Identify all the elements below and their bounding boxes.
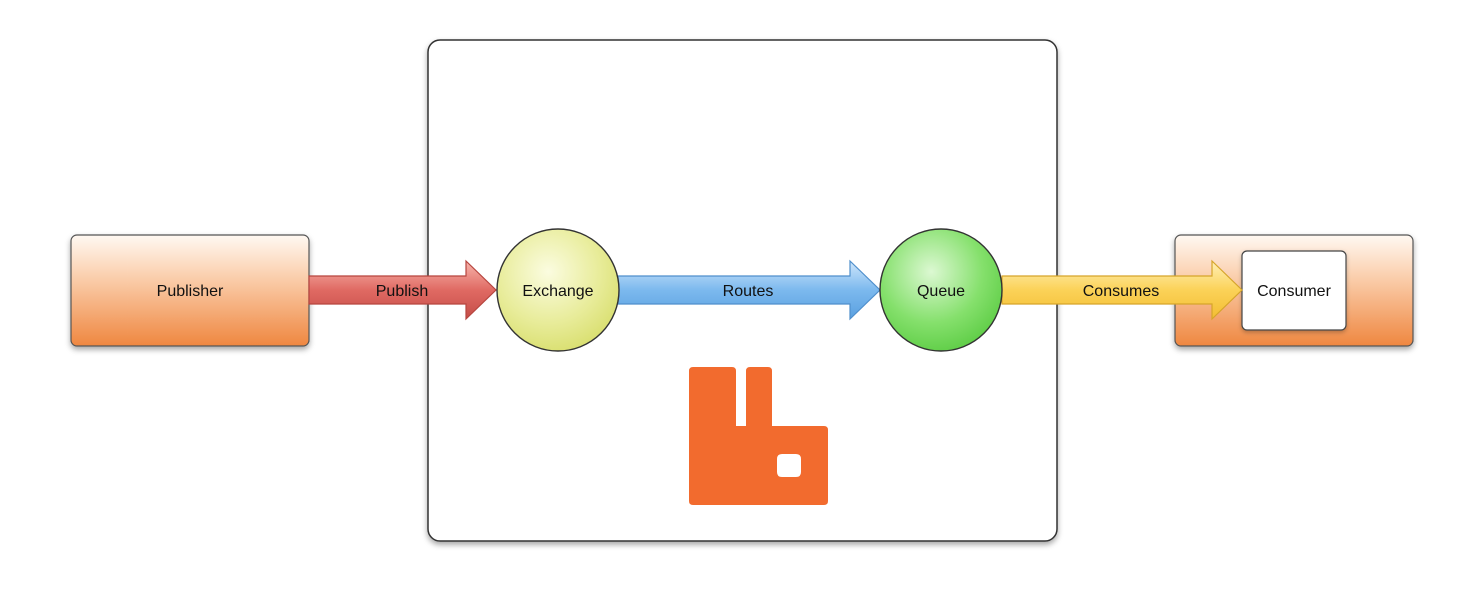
rabbitmq-logo-icon (689, 367, 828, 505)
routes-arrow: Routes (617, 259, 881, 321)
routes-label: Routes (723, 283, 774, 300)
queue-label: Queue (917, 283, 965, 300)
consumes-arrow: Consumes (1001, 259, 1243, 321)
consumer-node: Consumer (1174, 234, 1414, 347)
publisher-node: Publisher (70, 234, 310, 347)
publish-label: Publish (376, 283, 428, 300)
publish-arrow: Publish (308, 259, 497, 321)
consumer-label: Consumer (1257, 283, 1331, 300)
exchange-label: Exchange (522, 283, 593, 300)
exchange-node: Exchange (496, 228, 620, 352)
queue-node: Queue (879, 228, 1003, 352)
consumes-label: Consumes (1083, 283, 1159, 300)
publisher-label: Publisher (157, 283, 224, 300)
